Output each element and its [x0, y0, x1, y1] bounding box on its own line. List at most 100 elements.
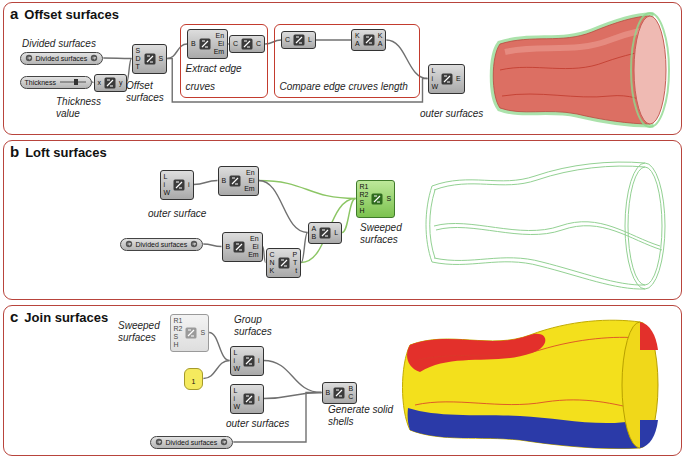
yellow-shell	[403, 320, 641, 448]
tube-opening	[634, 16, 666, 124]
port-label: Em	[212, 48, 227, 56]
port-label: L	[232, 349, 240, 357]
port-label: i	[162, 181, 168, 189]
output-ports: i	[256, 357, 262, 365]
wire	[233, 393, 321, 443]
annotation-label: Sweeped surfaces	[360, 222, 416, 246]
port-label: S	[157, 55, 166, 63]
panel: cJoin surfacesR1R2SHSLiWi1LiWiDivided su…	[3, 305, 682, 456]
port-label: K	[376, 32, 385, 40]
group-label: Compare edge cruves length	[280, 81, 408, 92]
port-label: R1	[358, 183, 371, 191]
blue-end	[640, 420, 658, 448]
port-label: i	[232, 357, 238, 365]
input-ports: LiW	[232, 387, 243, 411]
component-box: LiWi	[230, 346, 264, 376]
wire	[264, 393, 322, 399]
outer-offset-surface	[493, 16, 650, 124]
output-ports: S	[384, 195, 393, 203]
tube-surface	[493, 16, 650, 124]
panel-header: cJoin surfaces	[10, 308, 108, 325]
port-label: W	[430, 83, 441, 91]
wire	[342, 199, 355, 233]
param-icon	[155, 438, 163, 446]
component-box: KA KA	[351, 29, 386, 51]
component-icon	[199, 38, 211, 50]
panel-title: Offset surfaces	[24, 7, 119, 22]
group-caption: Compare edge cruves length	[280, 76, 414, 94]
port-label: E	[454, 75, 463, 83]
component-icon	[185, 327, 197, 339]
group-label: Extract edge cruves	[186, 63, 242, 92]
port-label: C	[268, 251, 277, 259]
annotation-label: outer surface	[148, 208, 206, 220]
output-ports: i	[256, 395, 262, 403]
input-ports: LiW	[232, 349, 243, 373]
component-icon	[243, 355, 255, 367]
port-label: S	[134, 47, 143, 55]
output-ports: y	[117, 79, 125, 87]
component-icon	[173, 179, 185, 191]
component-icon	[243, 393, 255, 405]
panel-header: bLoft surfaces	[10, 143, 107, 160]
annotation-label: Sweeped surfaces	[118, 320, 166, 344]
group-caption: Extract edge cruves	[186, 58, 262, 94]
number-slider: Thickness	[20, 76, 93, 89]
blue-shell	[408, 408, 640, 449]
component-icon	[278, 257, 290, 269]
rail-curve	[434, 258, 645, 285]
param-label: Divided surfaces	[36, 54, 88, 63]
seam-line	[500, 50, 650, 70]
port-label: B	[220, 177, 229, 185]
input-ports: KA	[353, 32, 362, 48]
output-ports: E	[454, 75, 463, 83]
input-ports: B	[220, 177, 229, 185]
parameter-pill: Divided surfaces	[150, 436, 234, 449]
port-label: R1	[172, 317, 185, 325]
component-box: BEnEiEm	[222, 232, 263, 262]
annotation-label: Divided surfaces	[22, 38, 96, 50]
component-box: BBC	[322, 382, 358, 404]
value-panel: 1	[184, 368, 204, 390]
component-box: BEnEiEm	[187, 29, 228, 59]
port-label: Ei	[216, 40, 226, 48]
input-ports: R1R2SH	[358, 183, 371, 215]
red-end	[640, 322, 658, 350]
panel-letter: c	[10, 308, 18, 325]
annotation-label: Generate solid shells	[328, 404, 396, 428]
wire	[167, 59, 427, 103]
output-ports: i	[186, 181, 192, 189]
annotation-label: Thickness value	[56, 96, 110, 120]
wire	[259, 181, 308, 233]
component-icon	[293, 34, 305, 46]
rail-curve	[434, 166, 645, 190]
wire	[301, 199, 355, 263]
port-label: D	[134, 55, 143, 63]
output-ports: PTt	[291, 251, 300, 275]
port-label: B	[189, 40, 198, 48]
component-icon	[371, 193, 383, 205]
port-label: T	[291, 259, 299, 267]
component-box: LiW i	[230, 384, 264, 414]
panel: bLoft surfacesLiWiBEnEiEmDivided surface…	[3, 140, 682, 300]
annotation-label: outer surfaces	[420, 108, 483, 120]
component-box: CL	[281, 31, 316, 49]
port-label: L	[430, 67, 438, 75]
port-label: H	[358, 207, 367, 215]
end-curve	[430, 190, 435, 258]
param-icon	[220, 438, 228, 446]
port-label: W	[162, 189, 173, 197]
panel-title: Loft surfaces	[25, 145, 107, 160]
param-label: Divided surfaces	[166, 438, 218, 447]
port-label: En	[244, 169, 257, 177]
component-box: LiWi	[160, 170, 194, 200]
port-label: L	[162, 173, 170, 181]
end-ring	[628, 167, 662, 285]
output-ports: KA	[376, 32, 385, 48]
slider-label: Thickness	[25, 78, 57, 87]
port-label: B	[347, 385, 356, 393]
shell-end	[622, 322, 658, 448]
port-label: B	[310, 233, 319, 241]
port-label: t	[293, 267, 299, 275]
output-ports: S	[157, 55, 166, 63]
